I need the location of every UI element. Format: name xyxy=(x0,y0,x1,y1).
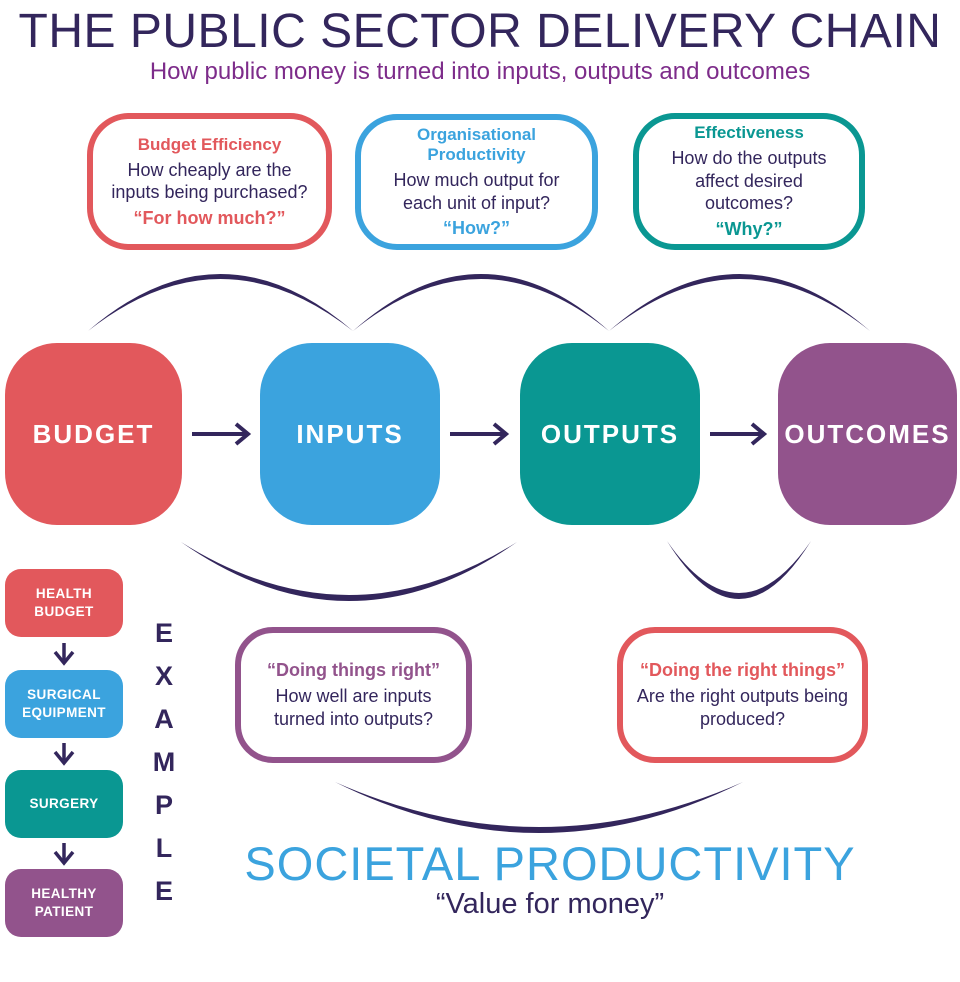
callout-title: “Doing things right” xyxy=(267,660,440,680)
arc-effectiveness xyxy=(609,274,870,331)
callout-title: Effectiveness xyxy=(694,123,804,143)
example-box-surgical-equipment: SURGICAL EQUIPMENT xyxy=(5,670,123,738)
callout-quote: “How?” xyxy=(443,218,510,238)
arrow-inputs-to-outputs xyxy=(450,422,510,446)
callout-quote: “Why?” xyxy=(715,218,783,239)
arc-societal-productivity xyxy=(335,782,743,833)
callout-body: How well are inputs turned into outputs? xyxy=(273,686,434,729)
callout-body: How cheaply are the inputs being purchas… xyxy=(111,159,308,203)
chain-box-outputs: OUTPUTS xyxy=(520,343,700,525)
callout-title: Organisational Productivity xyxy=(416,125,537,164)
callout-body: How much output for each unit of input? xyxy=(393,170,560,213)
chain-box-budget: BUDGET xyxy=(5,343,182,525)
page-title: THE PUBLIC SECTOR DELIVERY CHAIN xyxy=(18,5,942,58)
callout-organisational-productivity: Organisational Productivity How much out… xyxy=(355,114,598,250)
callout-quote: “For how much?” xyxy=(133,207,286,228)
callout-budget-efficiency: Budget Efficiency How cheaply are the in… xyxy=(87,113,332,250)
chain-box-outcomes: OUTCOMES xyxy=(778,343,957,525)
example-box-health-budget: HEALTH BUDGET xyxy=(5,569,123,637)
callout-effectiveness: Effectiveness How do the outputs affect … xyxy=(633,113,865,250)
arrow-surgery-down xyxy=(53,843,75,866)
arrow-health-budget-down xyxy=(53,643,75,666)
arc-organisational-productivity xyxy=(353,274,609,331)
societal-productivity-title: SOCIETAL PRODUCTIVITY xyxy=(244,837,856,890)
page-subtitle: How public money is turned into inputs, … xyxy=(149,58,811,85)
arrow-surgical-equipment-down xyxy=(53,743,75,766)
example-box-surgery: SURGERY xyxy=(5,770,123,838)
example-vertical-label: EXAMPLE xyxy=(149,618,179,919)
arrow-outputs-to-outcomes xyxy=(710,422,768,446)
callout-title: Budget Efficiency xyxy=(137,134,282,154)
arrow-budget-to-inputs xyxy=(192,422,252,446)
example-box-healthy-patient: HEALTHY PATIENT xyxy=(5,869,123,937)
arc-doing-the-right-things xyxy=(667,541,811,599)
value-for-money-subtitle: “Value for money” xyxy=(435,888,665,920)
callout-title: “Doing the right things” xyxy=(640,660,845,680)
arc-budget-efficiency xyxy=(88,274,353,331)
chain-box-inputs: INPUTS xyxy=(260,343,440,525)
arc-doing-things-right xyxy=(181,542,517,601)
callout-doing-the-right-things: “Doing the right things” Are the right o… xyxy=(617,627,868,763)
callout-body: How do the outputs affect desired outcom… xyxy=(671,148,827,214)
callout-doing-things-right: “Doing things right” How well are inputs… xyxy=(235,627,472,763)
callout-body: Are the right outputs being produced? xyxy=(636,686,849,729)
